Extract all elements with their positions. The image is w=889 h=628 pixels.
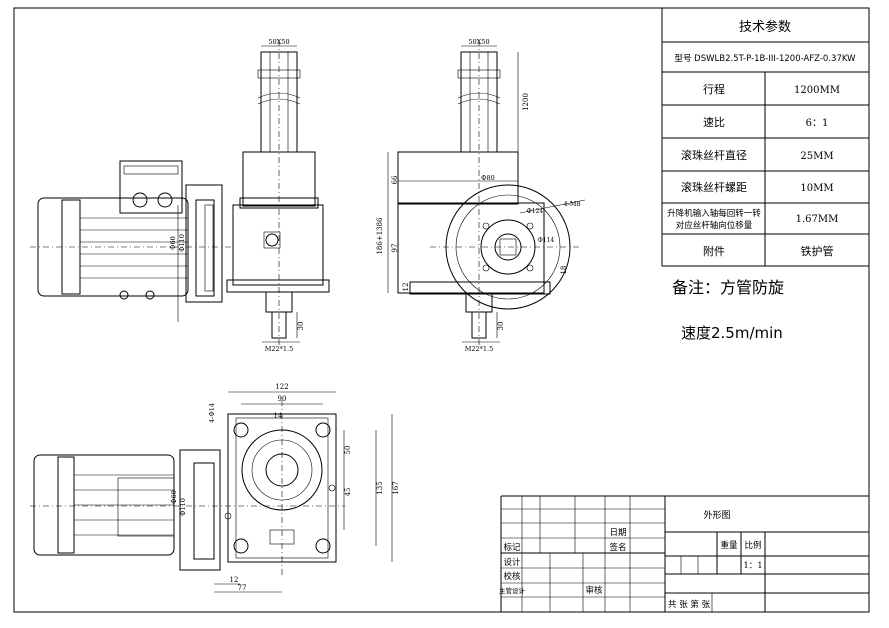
title-mark: 标记 [503, 542, 521, 553]
spec-label-displacement-1: 升降机输入轴每回转一转 [667, 208, 761, 219]
plan-dim-90: 90 [278, 395, 287, 403]
title-signature: 签名 [609, 542, 626, 553]
title-review: 审核 [585, 585, 603, 596]
note-speed: 速度2.5m/min [681, 324, 783, 342]
plan-view: 122 90 14 4-Ф14 50 45 135 167 Ф60 Ф110 1… [30, 383, 400, 593]
plan-dim-135: 135 [376, 481, 384, 494]
title-date: 日期 [609, 528, 626, 538]
spec-value-accessory: 铁护管 [801, 244, 834, 258]
front-dim-top: 50X50 [268, 38, 289, 46]
side-dim-height: 186+1386 [376, 217, 384, 255]
front-dim-d110: Ф110 [178, 234, 186, 252]
side-dim-30: 30 [497, 322, 505, 331]
spec-model: 型号 DSWLB2.5T-P-1B-III-1200-AFZ-0.37KW [674, 54, 856, 64]
side-dim-12: 12 [402, 283, 410, 292]
front-dim-30: 30 [297, 322, 305, 331]
plan-dim-holes: 4-Ф14 [208, 403, 216, 423]
side-dim-d80: Ф80 [481, 174, 495, 182]
spec-title: 技术参数 [739, 19, 791, 35]
plan-dim-45: 45 [344, 488, 352, 497]
title-block: 外形图 日期 签名 标记 设计 校核 主管设计 审核 重量 比例 1：1 共 张… [499, 495, 869, 612]
spec-table: 技术参数 型号 DSWLB2.5T-P-1B-III-1200-AFZ-0.37… [661, 8, 869, 267]
spec-label-ratio: 速比 [703, 116, 725, 129]
side-dim-stroke: 1200 [522, 93, 530, 111]
plan-dim-77: 77 [238, 584, 247, 592]
title-drawing-name: 外形图 [703, 509, 730, 521]
spec-value-screw-dia: 25MM [800, 151, 833, 162]
plan-dim-12: 12 [230, 576, 239, 584]
spec-label-screw-dia: 滚珠丝杆直径 [681, 148, 747, 162]
plan-dim-50: 50 [344, 446, 352, 455]
spec-value-displacement: 1.67MM [796, 214, 839, 225]
title-chief-design: 主管设计 [499, 586, 526, 595]
side-dim-d114: Ф114 [538, 237, 555, 244]
plan-dim-167: 167 [392, 481, 400, 494]
front-dim-thread: M22*1.5 [265, 345, 294, 353]
side-dim-97: 97 [391, 244, 399, 253]
spec-label-screw-lead: 滚珠丝杆螺距 [681, 180, 747, 194]
spec-value-ratio: 6：1 [806, 118, 829, 129]
plan-dim-d60: Ф60 [170, 490, 178, 504]
side-dim-18: 18 [560, 266, 568, 275]
title-check: 校核 [503, 571, 521, 582]
title-ratio: 比例 [744, 540, 761, 551]
side-dim-d124: Ф124 [527, 208, 544, 215]
title-sheets: 共 张 第 张 [668, 599, 711, 610]
title-scale: 1：1 [743, 561, 762, 571]
side-dim-top: 50X50 [468, 38, 489, 46]
spec-label-accessory: 附件 [703, 244, 725, 258]
spec-value-stroke: 1200MM [794, 85, 840, 96]
title-design: 设计 [503, 557, 521, 568]
plan-dim-122: 122 [275, 383, 288, 391]
side-dim-66: 66 [391, 175, 399, 184]
title-weight: 重量 [720, 540, 738, 551]
front-dim-d60: Ф60 [169, 236, 177, 250]
spec-label-displacement-2: 对应丝杆轴向位移量 [676, 220, 753, 231]
spec-value-screw-lead: 10MM [800, 183, 833, 194]
plan-dim-d110: Ф110 [179, 498, 187, 516]
plan-dim-14: 14 [274, 412, 283, 420]
side-view: 50X50 1200 66 97 186+1386 12 Ф80 4-M8 Ф1… [376, 38, 586, 353]
spec-label-stroke: 行程 [703, 83, 725, 96]
side-dim-pcd: 4-M8 [563, 200, 580, 208]
note-anti-rotation: 备注：方管防旋 [672, 278, 784, 297]
front-view: 50X50 Ф60 Ф110 30 M22*1.5 [30, 38, 330, 353]
drawing-frame [13, 7, 870, 613]
side-dim-thread: M22*1.5 [465, 345, 494, 353]
